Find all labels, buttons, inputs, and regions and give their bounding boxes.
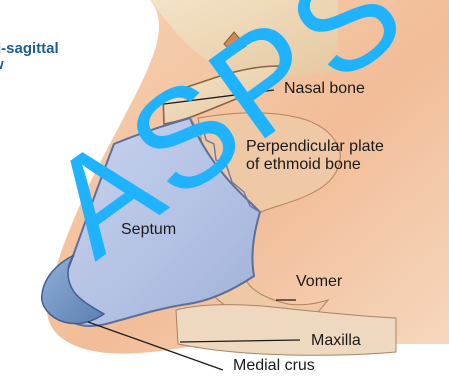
label-medial-crus: Medial crus — [233, 357, 315, 375]
label-septum: Septum — [121, 221, 176, 239]
label-perpendicular-plate: Perpendicular plate of ethmoid bone — [246, 138, 384, 174]
diagram-title: d-sagittal w — [0, 41, 59, 73]
label-vomer: Vomer — [296, 273, 342, 291]
label-maxilla: Maxilla — [311, 332, 361, 350]
label-nasal-bone: Nasal bone — [284, 80, 365, 98]
